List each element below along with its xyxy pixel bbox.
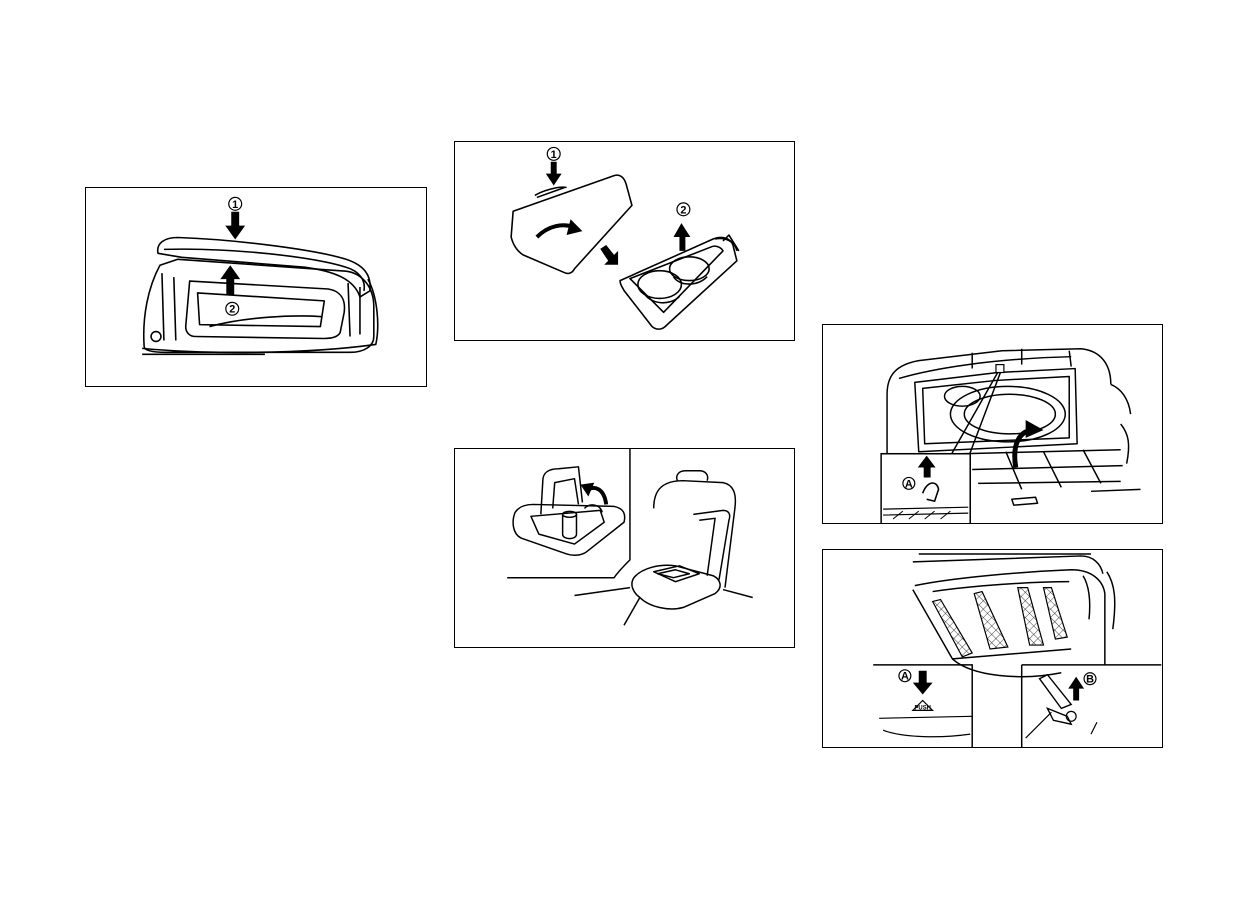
pull-up-arrow-icon <box>1068 677 1084 701</box>
step-1-arrow-down-icon <box>225 212 245 240</box>
lift-arrow-icon <box>1015 420 1044 468</box>
push-arrow-down-icon <box>913 671 933 695</box>
figure-rear-armrest-cup-holder <box>454 448 795 648</box>
callout-B: B <box>1086 674 1094 686</box>
figure-front-cup-holder: 1 2 <box>454 141 795 341</box>
figure-console-box: 1 2 <box>85 187 427 387</box>
callout-1: 1 <box>551 149 557 161</box>
rear-armrest-illustration <box>455 449 794 647</box>
figure-cargo-partition-net: PUSH A B <box>822 549 1163 748</box>
callout-A: A <box>901 671 909 683</box>
callout-1: 1 <box>232 199 238 211</box>
callout-2: 2 <box>680 204 686 216</box>
cargo-floor-illustration: A <box>823 325 1162 523</box>
callout-A: A <box>905 478 913 490</box>
callout-2: 2 <box>229 304 235 316</box>
step-1-arrow-down-icon <box>546 162 562 186</box>
console-box-illustration: 1 2 <box>86 188 426 386</box>
rotate-arrow-icon <box>537 219 583 237</box>
front-cup-holder-illustration: 1 2 <box>455 142 794 340</box>
cargo-partition-illustration: PUSH A B <box>823 550 1162 747</box>
step-2-arrow-up-icon <box>220 265 240 295</box>
figure-cargo-floor-board: A <box>822 324 1163 524</box>
lift-arrow-icon <box>580 483 606 505</box>
push-label: PUSH <box>914 705 930 711</box>
step-2-arrow-up-icon <box>674 223 691 251</box>
